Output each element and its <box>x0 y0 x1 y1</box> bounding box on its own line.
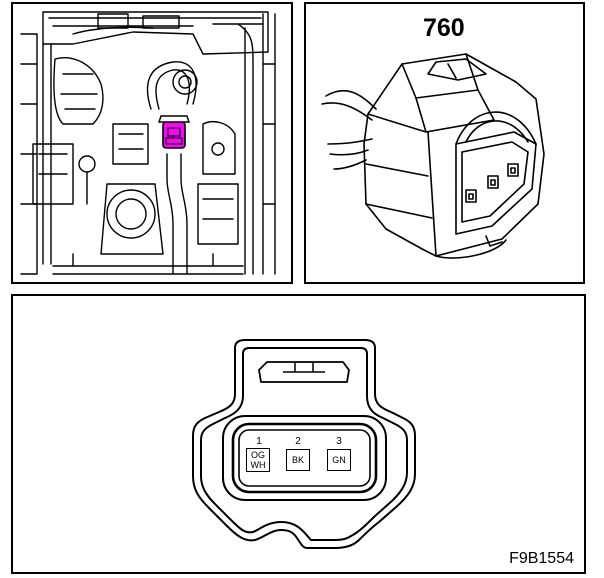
connector-view-panel: 760 <box>304 2 585 284</box>
engine-bay-drawing <box>20 11 276 275</box>
connector-number: 760 <box>423 14 465 42</box>
pin-1-color-line-2: WH <box>250 460 266 470</box>
pin-3-wire-color: GN <box>327 449 351 471</box>
pin-3-color-line-1: GN <box>332 455 346 465</box>
highlighted-connector-icon <box>158 115 190 149</box>
pin-number-2: 2 <box>295 436 301 447</box>
pin-number-1: 1 <box>256 436 262 447</box>
connector-pinout-panel: 1 2 3 OG WH BK GN F9B1554 <box>11 294 586 574</box>
figure-code: F9B1554 <box>509 550 574 567</box>
pin-1-color-line-1: OG <box>250 450 265 460</box>
engine-location-panel <box>11 2 293 284</box>
pin-2-color-line-1: BK <box>291 455 304 465</box>
pin-number-3: 3 <box>336 436 342 447</box>
connector-perspective-drawing <box>321 53 545 259</box>
connector-face-drawing <box>192 339 416 549</box>
pin-1-wire-color: OG WH <box>246 448 270 472</box>
pin-2-wire-color: BK <box>286 449 310 471</box>
